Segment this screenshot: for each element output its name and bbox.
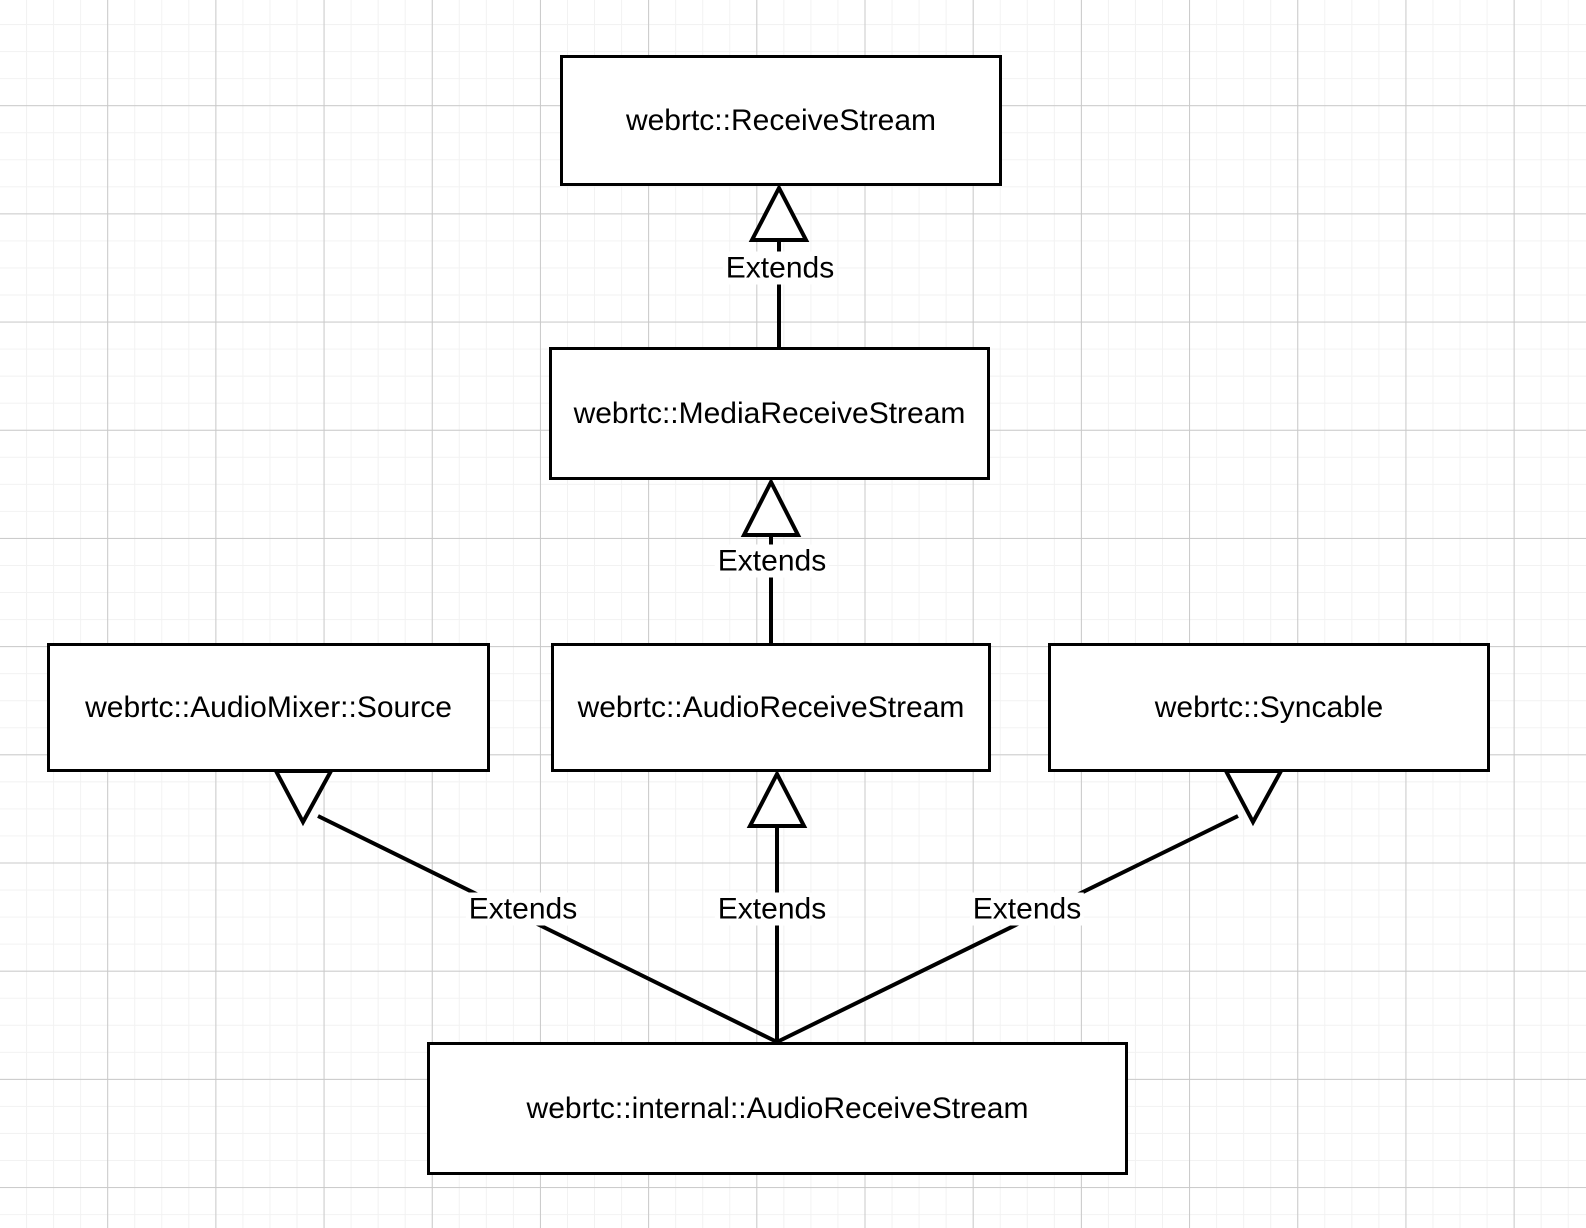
class-node-media-receive-stream[interactable]: webrtc::MediaReceiveStream: [549, 347, 990, 480]
edge-label-audio-to-media: Extends: [714, 544, 830, 578]
class-node-label: webrtc::AudioMixer::Source: [85, 691, 452, 724]
class-node-label: webrtc::ReceiveStream: [625, 104, 937, 137]
edge-label-media-to-receive: Extends: [722, 251, 838, 285]
class-node-internal-audio-receive-stream[interactable]: webrtc::internal::AudioReceiveStream: [427, 1042, 1128, 1175]
class-node-label: webrtc::internal::AudioReceiveStream: [526, 1092, 1029, 1125]
class-node-audio-mixer-source[interactable]: webrtc::AudioMixer::Source: [47, 643, 490, 772]
edge-label-internal-to-mixer-source: Extends: [465, 892, 581, 926]
class-node-receive-stream[interactable]: webrtc::ReceiveStream: [560, 55, 1002, 186]
class-node-syncable[interactable]: webrtc::Syncable: [1048, 643, 1490, 772]
class-node-label: webrtc::Syncable: [1154, 691, 1384, 724]
edge-label-internal-to-syncable: Extends: [969, 892, 1085, 926]
class-node-label: webrtc::AudioReceiveStream: [577, 691, 965, 724]
class-node-audio-receive-stream[interactable]: webrtc::AudioReceiveStream: [551, 643, 991, 772]
edge-label-internal-to-audio-receive: Extends: [714, 892, 830, 926]
class-node-label: webrtc::MediaReceiveStream: [573, 397, 966, 430]
